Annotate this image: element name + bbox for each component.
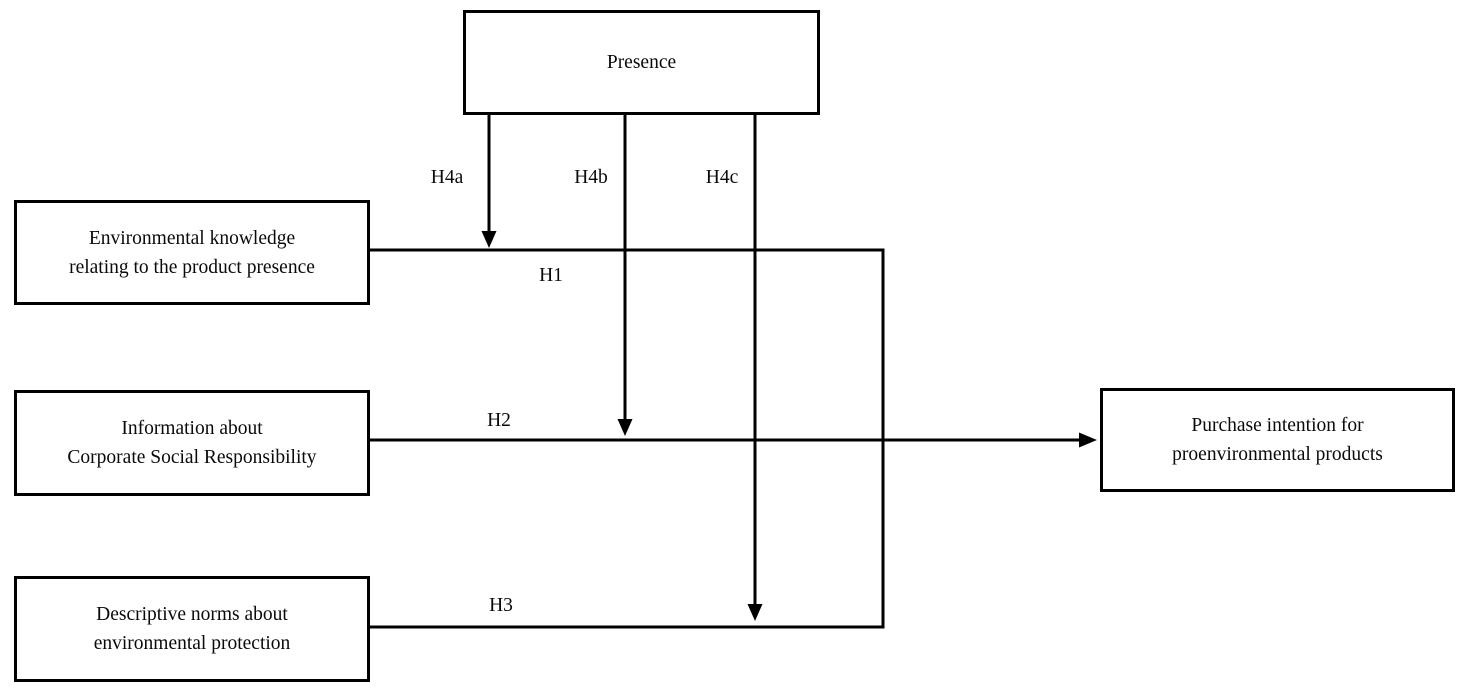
arrowhead-h2-right xyxy=(1079,432,1097,448)
node-environmental-knowledge-line2: relating to the product presence xyxy=(69,256,315,278)
node-descriptive-norms-line2: environmental protection xyxy=(93,633,291,654)
node-descriptive-norms-line1: Descriptive norms about xyxy=(96,604,288,625)
node-purchase-intention: Purchase intention for proenvironmental … xyxy=(1100,388,1455,492)
edge-label-h4a: H4a xyxy=(430,167,464,188)
edge-label-h2: H2 xyxy=(487,410,511,431)
node-presence: Presence xyxy=(463,10,820,115)
node-csr-information-line1: Information about xyxy=(121,418,263,439)
edge-label-h4b: H4b xyxy=(574,167,608,188)
node-descriptive-norms: Descriptive norms about environmental pr… xyxy=(14,576,370,682)
node-environmental-knowledge-line1: Environmental knowledge xyxy=(88,227,296,249)
edge-label-h1: H1 xyxy=(539,265,563,286)
edge-label-h4c: H4c xyxy=(705,167,739,188)
arrowhead-h4a-down xyxy=(481,231,497,248)
arrowhead-h4c-down xyxy=(747,604,763,621)
node-presence-label: Presence xyxy=(606,52,677,73)
node-csr-information: Information about Corporate Social Respo… xyxy=(14,390,370,496)
node-purchase-intention-line1: Purchase intention for xyxy=(1191,415,1364,436)
node-environmental-knowledge: Environmental knowledge relating to the … xyxy=(14,200,370,305)
edge-label-h3: H3 xyxy=(489,595,513,616)
node-csr-information-line2: Corporate Social Responsibility xyxy=(67,447,317,468)
node-purchase-intention-line2: proenvironmental products xyxy=(1172,444,1383,465)
arrowhead-h4b-down xyxy=(617,419,633,436)
